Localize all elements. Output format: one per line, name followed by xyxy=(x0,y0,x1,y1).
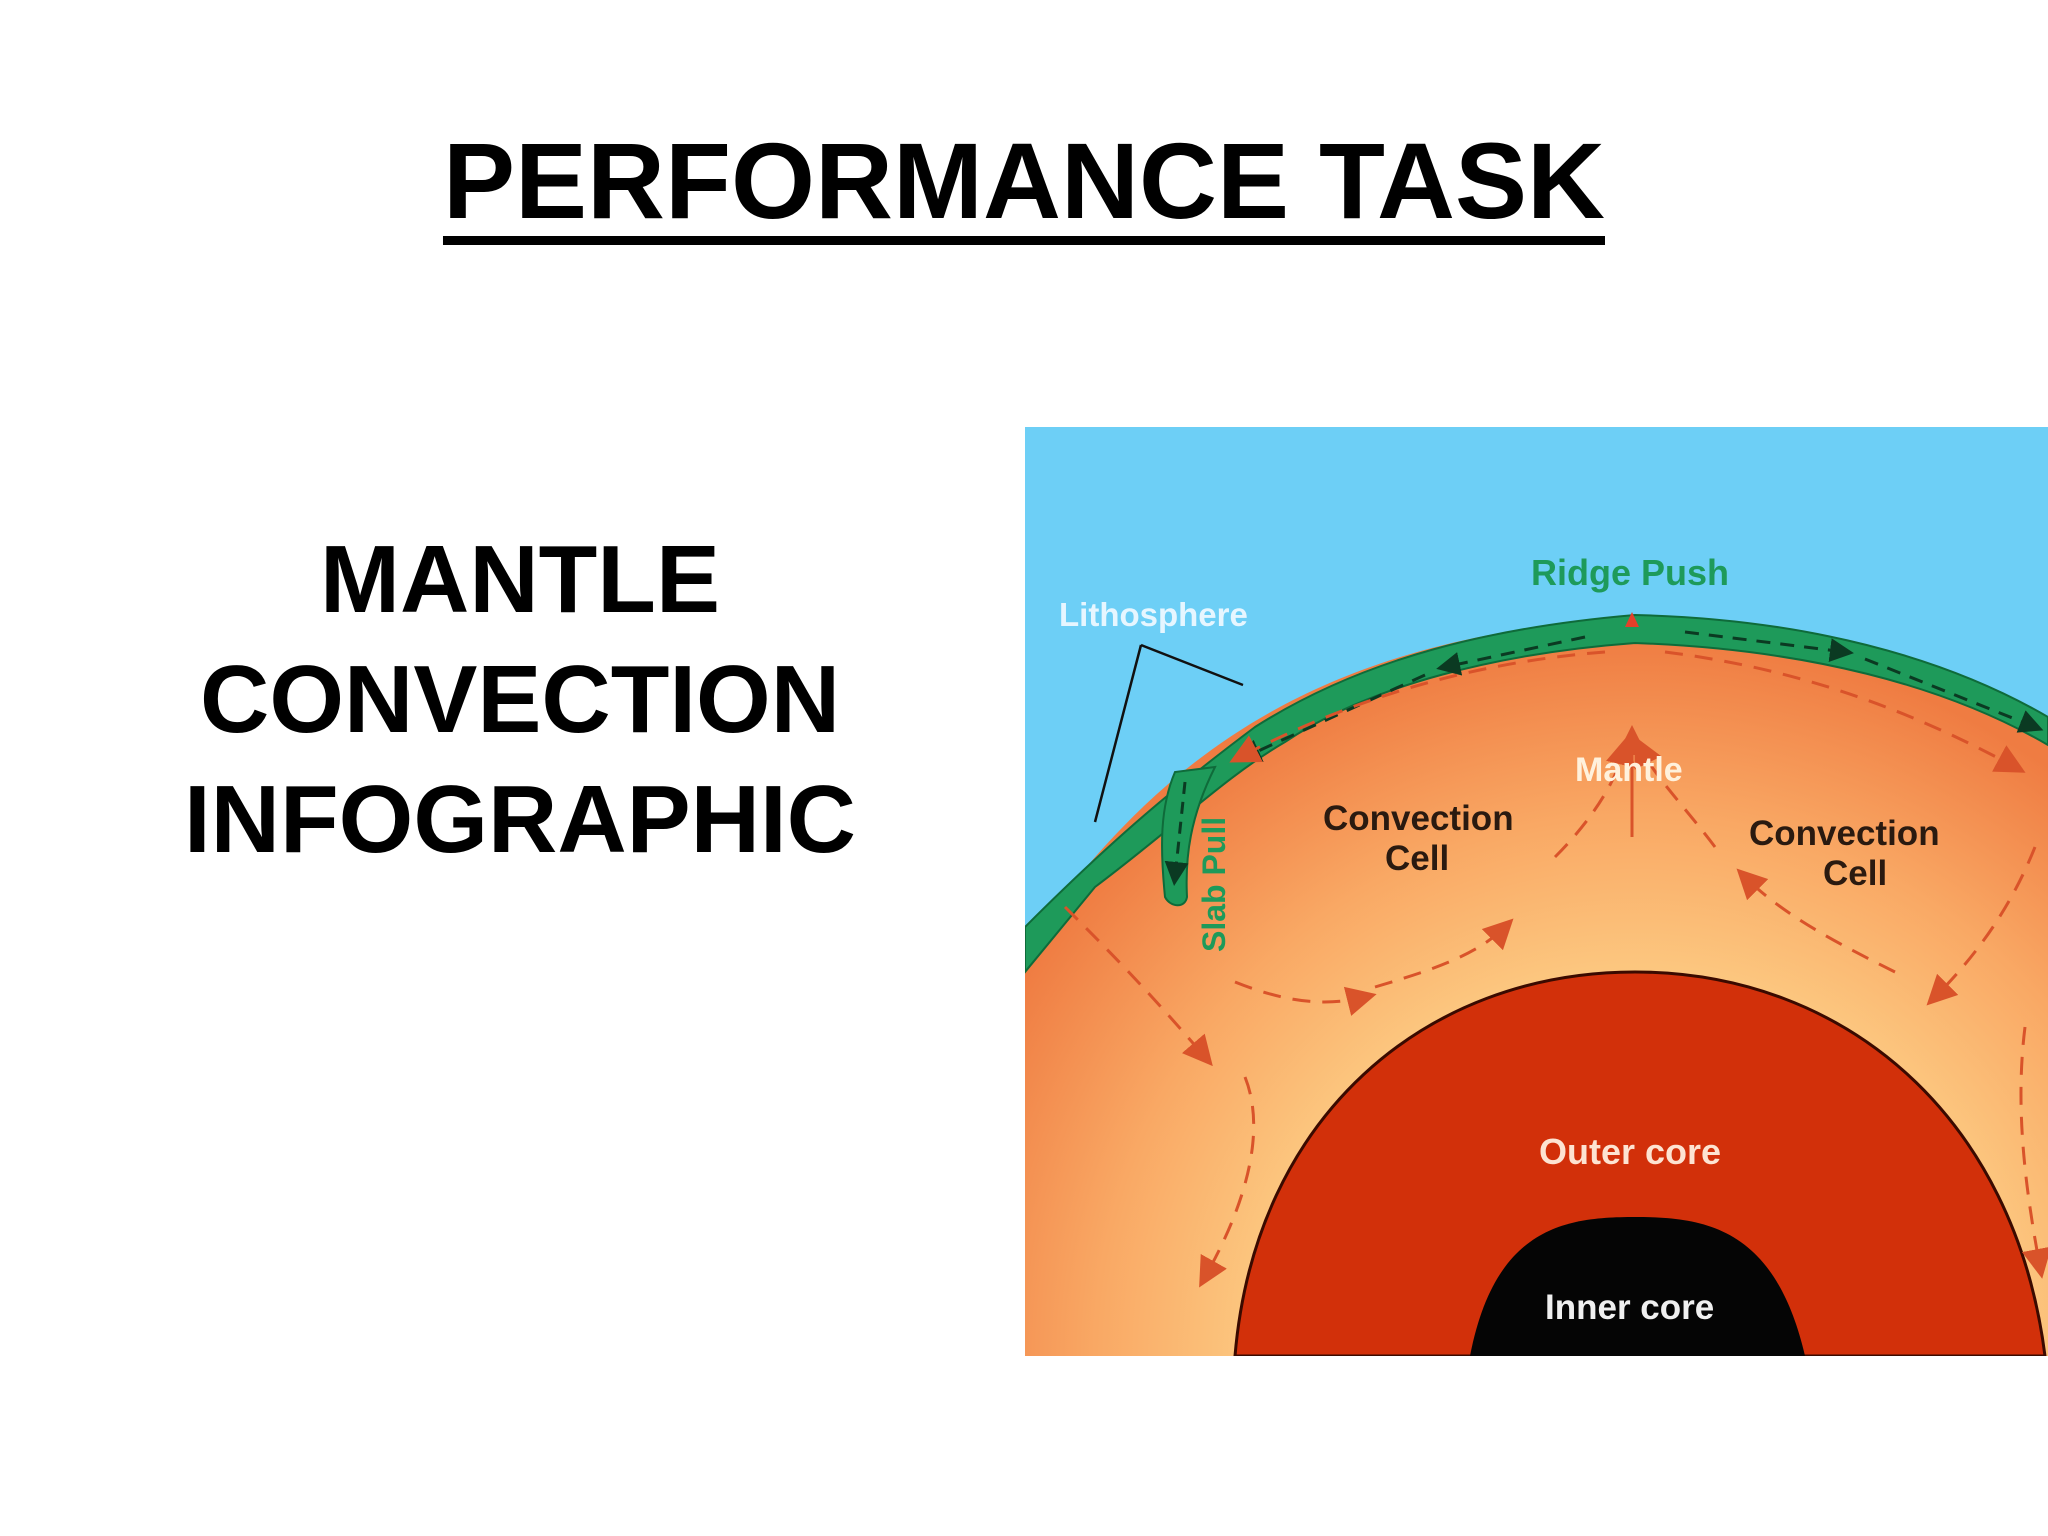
convection-arrow xyxy=(1664,650,2026,773)
lithosphere-arrow-left-2 xyxy=(1236,673,1426,762)
inner-core-label: Inner core xyxy=(1545,1288,1714,1327)
convection-arrow xyxy=(1736,868,1896,974)
convection-arrow xyxy=(1229,650,1606,763)
convection-cell-left-label-2: Cell xyxy=(1385,839,1449,878)
ridge-push-label: Ridge Push xyxy=(1531,552,1729,593)
convection-cell-right-label: Convection xyxy=(1749,814,1940,853)
mantle-label: Mantle xyxy=(1575,751,1683,789)
outer-core-label: Outer core xyxy=(1539,1131,1721,1172)
lithosphere-arrow-right xyxy=(1684,630,1854,663)
slide-title-text: PERFORMANCE TASK xyxy=(442,120,1605,241)
ridge-marker xyxy=(1625,612,1639,627)
slab-pull-label: Slab Pull xyxy=(1196,817,1232,952)
lithosphere-pointer xyxy=(1093,643,1244,823)
lithosphere-plate xyxy=(1025,613,2048,974)
subtitle-line-2: CONVECTION xyxy=(199,646,841,753)
lithosphere-arrow-right-2 xyxy=(1864,657,2044,733)
convection-arrow xyxy=(1926,846,2037,1006)
slide-title: PERFORMANCE TASK xyxy=(0,120,2048,241)
convection-cell-left-label: Convection xyxy=(1323,799,1514,838)
convection-arrow xyxy=(1553,735,1636,859)
convection-arrow xyxy=(1374,918,1514,989)
convection-arrow xyxy=(2019,1026,2048,1279)
subtitle-line-1: MANTLE xyxy=(320,526,720,633)
lithosphere-label: Lithosphere xyxy=(1059,596,1248,633)
mantle-convection-diagram: Lithosphere Ridge Push Mantle Convection… xyxy=(1025,427,2048,1356)
inner-core xyxy=(1470,1217,1805,1356)
convection-arrow xyxy=(1199,1076,1256,1288)
subtitle-line-3: INFOGRAPHIC xyxy=(184,766,856,873)
outer-core xyxy=(1233,970,2047,1356)
infographic-subtitle: MANTLE CONVECTION INFOGRAPHIC xyxy=(120,520,920,880)
convection-arrow xyxy=(1634,736,1717,848)
convection-arrow xyxy=(1234,980,1377,1016)
convection-cell-right-label-2: Cell xyxy=(1823,854,1887,893)
slab-arrow xyxy=(1164,781,1189,886)
